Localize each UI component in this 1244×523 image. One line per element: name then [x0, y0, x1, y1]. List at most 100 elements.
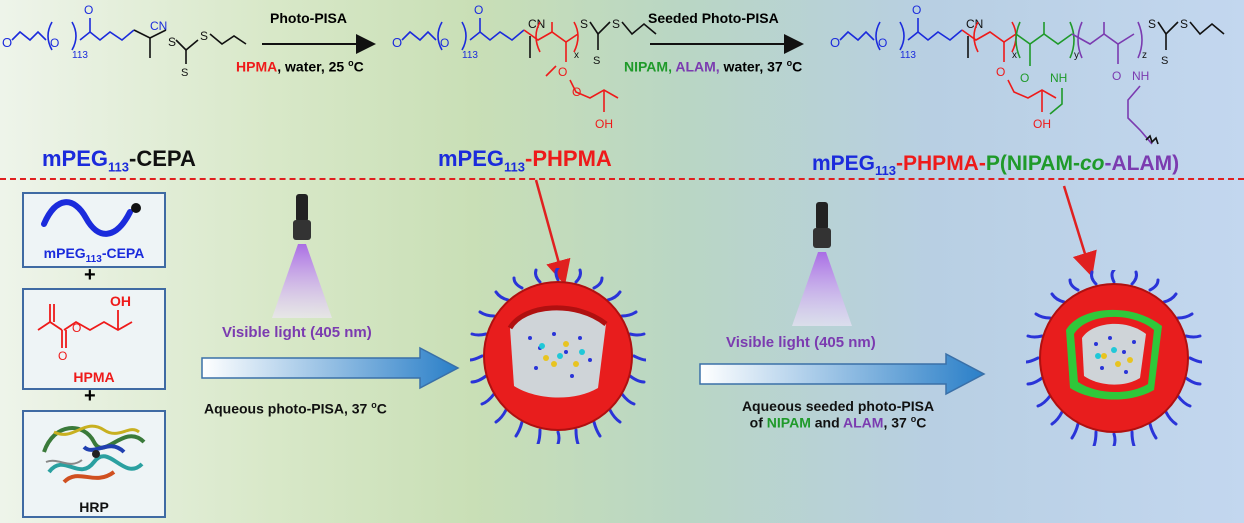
flashlight-icon	[792, 202, 852, 326]
cepa-part: -CEPA	[101, 245, 145, 261]
temp-text: , 37	[883, 414, 911, 431]
svg-text:O: O	[1112, 69, 1121, 83]
step2-conditions: NIPAM, ALAM, water, 37 oC	[624, 58, 802, 75]
phpma-particle	[470, 268, 646, 444]
svg-text:OH: OH	[595, 117, 613, 131]
svg-text:113: 113	[462, 50, 478, 61]
of-text: of	[749, 414, 767, 431]
step1-conditions: HPMA, water, 25 oC	[236, 58, 364, 75]
svg-text:O: O	[878, 36, 887, 50]
cepa-part: -CEPA	[129, 146, 196, 171]
svg-text:113: 113	[72, 50, 88, 61]
final-copolymer-structure: O O 113 O CN x O OH y O NH z O NH	[830, 3, 1225, 145]
unit: C	[792, 58, 803, 75]
peg-subscript: 113	[85, 253, 102, 265]
step1-text: Aqueous photo-PISA, 37	[204, 400, 372, 417]
peg-subscript: 113	[504, 159, 526, 175]
degree-sup: o	[910, 414, 917, 424]
svg-text:x: x	[1012, 50, 1017, 61]
peg-part: mPEG	[42, 146, 109, 171]
step2-line2: of NIPAM and ALAM, 37 oC	[708, 414, 968, 431]
process-arrow-1	[201, 346, 460, 390]
polymer-chain-icon	[41, 199, 141, 237]
light-label-2: Visible light (405 nm)	[726, 334, 876, 351]
co-part: co	[1079, 152, 1105, 175]
flashlight-icon	[272, 194, 332, 318]
svg-text:S: S	[1180, 17, 1188, 31]
final-particle	[1026, 270, 1202, 446]
svg-text:113: 113	[900, 50, 916, 61]
process-step-1-label: Aqueous photo-PISA, 37 oC	[204, 400, 387, 417]
final-polymer-name: mPEG113-PHPMA-P(NIPAM-co-ALAM)	[812, 152, 1179, 178]
svg-text:x: x	[574, 50, 579, 61]
peg-subscript: 113	[875, 163, 897, 179]
step2-line1: Aqueous seeded photo-PISA	[741, 398, 935, 414]
and-text: and	[810, 414, 844, 431]
svg-text:O: O	[996, 65, 1005, 79]
svg-text:O: O	[72, 321, 81, 335]
cepa-box-label: mPEG113-CEPA	[24, 245, 164, 265]
svg-text:S: S	[580, 17, 588, 31]
svg-text:S: S	[200, 29, 208, 43]
light-label-1: Visible light (405 nm)	[222, 324, 372, 341]
svg-text:S: S	[593, 55, 600, 67]
svg-text:O: O	[558, 65, 567, 79]
plus-sign: +	[84, 264, 96, 286]
arrow-to-final-particle	[1062, 185, 1097, 278]
arrow-to-phpma-particle	[534, 179, 571, 286]
divider-line	[0, 178, 1244, 180]
svg-text:S: S	[181, 67, 188, 79]
svg-text:O: O	[830, 35, 840, 50]
nipam-monomer-label: NIPAM,	[624, 58, 672, 75]
svg-text:O: O	[392, 35, 402, 50]
svg-text:O: O	[440, 36, 449, 50]
cepa-box: mPEG113-CEPA	[22, 192, 166, 268]
svg-text:CN: CN	[528, 17, 545, 31]
process-arrow-2	[699, 352, 986, 396]
hpma-structure: O O OH	[37, 293, 133, 363]
svg-text:NH: NH	[1050, 71, 1067, 85]
hrp-box-label: HRP	[79, 499, 109, 515]
svg-text:S: S	[1161, 55, 1168, 67]
hpma-monomer-label: HPMA	[236, 58, 278, 75]
peg-part: mPEG	[812, 152, 876, 175]
plus-sign: +	[84, 385, 96, 407]
alam-part: -ALAM)	[1104, 152, 1180, 175]
step2-conditions-text: water, 37	[719, 58, 787, 75]
svg-text:O: O	[1020, 71, 1029, 85]
svg-text:O: O	[50, 36, 59, 50]
nipam-text: NIPAM	[766, 414, 811, 431]
unit: C	[376, 400, 387, 417]
svg-text:S: S	[1148, 17, 1156, 31]
degree-sup: o	[348, 58, 354, 68]
peg-part: mPEG	[43, 245, 86, 261]
svg-text:S: S	[612, 17, 620, 31]
cepa-structure: O O 113 O CN S S S	[2, 3, 247, 79]
degree-sup: o	[371, 400, 377, 410]
unit: C	[916, 414, 927, 431]
peg-part: mPEG	[438, 146, 505, 171]
svg-text:NH: NH	[1132, 69, 1149, 83]
svg-text:O: O	[912, 3, 921, 17]
svg-text:CN: CN	[966, 17, 983, 31]
svg-text:O: O	[2, 35, 12, 50]
cepa-name: mPEG113-CEPA	[42, 146, 196, 174]
hrp-protein-icon	[42, 424, 146, 484]
svg-text:S: S	[168, 35, 176, 49]
step1-conditions-text: , water, 25	[277, 58, 349, 75]
svg-text:OH: OH	[1033, 117, 1051, 131]
phpma-part: -PHPMA-	[896, 152, 986, 175]
reaction-scheme: O O 113 O CN S S S O O 113 O CN x	[2, 3, 1225, 145]
svg-text:CN: CN	[150, 19, 167, 33]
unit: C	[353, 58, 364, 75]
svg-text:z: z	[1142, 50, 1147, 61]
nipam-part: P(NIPAM-	[985, 152, 1080, 175]
svg-text:O: O	[572, 85, 581, 99]
peg-subscript: 113	[108, 159, 130, 175]
hpma-box: O O OH HPMA	[22, 288, 166, 390]
svg-text:O: O	[474, 3, 483, 17]
svg-text:OH: OH	[110, 293, 131, 309]
svg-text:O: O	[58, 349, 67, 363]
degree-sup: o	[786, 58, 793, 68]
